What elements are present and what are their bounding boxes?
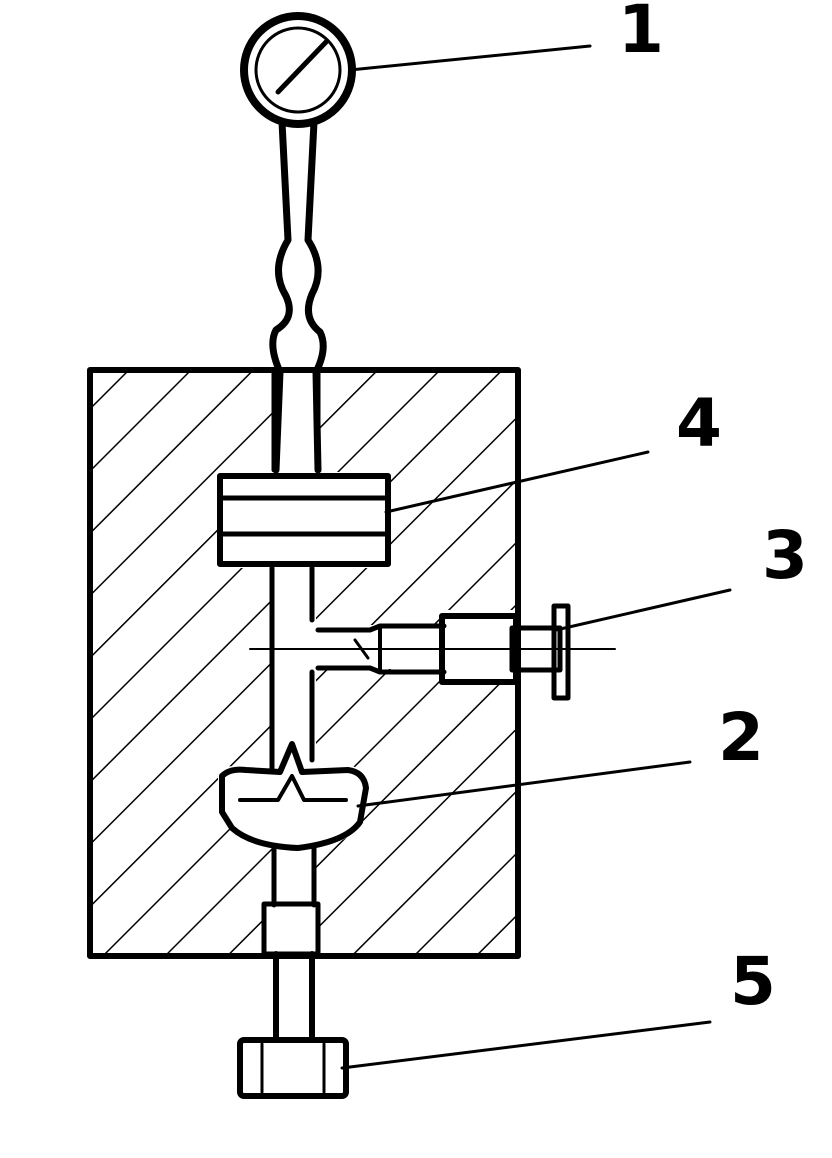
label-seal: 4 — [676, 385, 722, 462]
label-side-screw: 3 — [762, 517, 808, 594]
leader-line-3 — [554, 588, 732, 632]
leader-line-2 — [356, 760, 692, 808]
label-gauge: 1 — [618, 0, 664, 68]
connecting-tube — [269, 118, 327, 474]
leader-lines — [340, 44, 732, 1070]
leader-line-5 — [340, 1020, 712, 1070]
bottom-screw — [237, 901, 349, 1099]
seal-element — [217, 473, 391, 567]
pressure-gauge — [240, 12, 356, 128]
vertical-bore — [269, 367, 321, 908]
label-bottom-screw: 5 — [730, 943, 776, 1020]
side-screw — [249, 603, 616, 701]
internal-cavities — [218, 370, 518, 956]
label-valve: 2 — [718, 699, 764, 776]
leader-line-4 — [384, 450, 650, 514]
gauge-needle — [275, 39, 329, 95]
leader-line-1 — [348, 44, 592, 72]
